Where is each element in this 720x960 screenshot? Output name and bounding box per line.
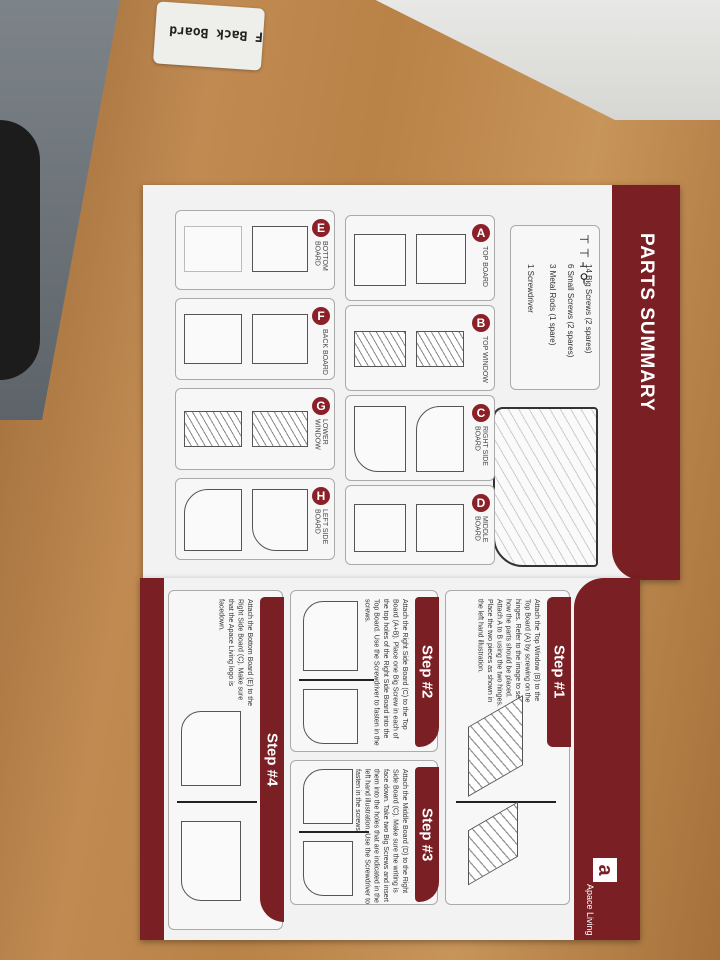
brand-name: Apace Living bbox=[585, 884, 595, 936]
step-1-card: Step #1 Attach the Top Window (B) to the… bbox=[445, 590, 571, 905]
step-illustration bbox=[303, 769, 353, 824]
part-card-h: H LEFT SIDE BOARD bbox=[175, 478, 335, 560]
step-text: Attach the Middle Board (D) to the Right… bbox=[353, 769, 408, 905]
part-card-g: G LOWER WINDOW bbox=[175, 388, 335, 470]
step-3-card: Step #3 Attach the Middle Board (D) to t… bbox=[290, 760, 439, 905]
part-drawing bbox=[184, 314, 242, 364]
page-title: PARTS SUMMARY bbox=[636, 233, 657, 412]
divider bbox=[456, 801, 556, 803]
part-drawing bbox=[416, 331, 464, 367]
part-drawing bbox=[184, 226, 242, 272]
part-name: LOWER WINDOW bbox=[313, 419, 328, 450]
cabinet-illustration bbox=[493, 407, 598, 567]
divider bbox=[299, 831, 369, 833]
screw-icons: ⊤ ⊤ ⫞ ⚲ bbox=[577, 234, 591, 285]
part-drawing bbox=[354, 504, 406, 552]
step-illustration bbox=[181, 711, 241, 786]
part-card-c: C RIGHT SIDE BOARD bbox=[345, 395, 495, 481]
hardware-list: ⊤ ⊤ ⫞ ⚲ 14 Big Screws (2 spares) 6 Small… bbox=[510, 225, 600, 390]
part-letter: B bbox=[472, 314, 490, 332]
wall bbox=[375, 0, 720, 120]
part-letter: E bbox=[312, 219, 330, 237]
step-text: Attach the Right Side Board (C) to the T… bbox=[363, 599, 408, 746]
part-card-d: D MIDDLE BOARD bbox=[345, 485, 495, 565]
step-illustration bbox=[181, 821, 241, 901]
hardware-item: 6 Small Screws (2 spares) bbox=[566, 264, 575, 358]
part-card-e: E BOTTOM BOARD bbox=[175, 210, 335, 290]
divider bbox=[299, 679, 374, 681]
part-name: TOP WINDOW bbox=[481, 336, 488, 383]
step-4-card: Step #4 Attach the Bottom Board (E) to t… bbox=[168, 590, 284, 930]
part-card-b: B TOP WINDOW bbox=[345, 305, 495, 391]
brand-band bbox=[574, 578, 640, 940]
part-drawing bbox=[416, 406, 464, 472]
logo-glyph: a bbox=[594, 864, 617, 876]
dark-object bbox=[0, 120, 40, 380]
step-title: Step #1 bbox=[547, 597, 571, 747]
part-letter: C bbox=[472, 404, 490, 422]
part-drawing bbox=[354, 234, 406, 286]
sticker-text: F Back Board bbox=[168, 22, 264, 44]
step-illustration bbox=[303, 841, 353, 896]
part-letter: G bbox=[312, 397, 330, 415]
part-letter: D bbox=[472, 494, 490, 512]
hardware-item: 3 Metal Rods (1 spare) bbox=[548, 264, 557, 346]
part-drawing bbox=[416, 504, 464, 552]
left-band bbox=[140, 578, 164, 940]
part-drawing bbox=[252, 411, 308, 447]
part-name: MIDDLE BOARD bbox=[473, 516, 488, 543]
part-drawing bbox=[354, 406, 406, 472]
step-illustration bbox=[303, 689, 358, 744]
step-illustration bbox=[303, 601, 358, 671]
part-name: LEFT SIDE BOARD bbox=[313, 509, 328, 545]
part-letter: H bbox=[312, 487, 330, 505]
part-name: RIGHT SIDE BOARD bbox=[473, 426, 488, 466]
step-illustration bbox=[468, 695, 523, 797]
header-band bbox=[612, 185, 680, 580]
part-name: BACK BOARD bbox=[321, 329, 328, 375]
part-drawing bbox=[252, 314, 308, 364]
part-letter: A bbox=[472, 224, 490, 242]
divider bbox=[177, 801, 257, 803]
part-card-f: F BACK BOARD bbox=[175, 298, 335, 380]
part-drawing bbox=[184, 489, 242, 551]
part-drawing bbox=[252, 226, 308, 272]
part-name: BOTTOM BOARD bbox=[313, 241, 328, 271]
step-illustration bbox=[468, 801, 518, 886]
parts-summary-page: PARTS SUMMARY ⊤ ⊤ ⫞ ⚲ 14 Big Screws (2 s… bbox=[143, 185, 680, 580]
step-title: Step #4 bbox=[260, 597, 284, 922]
step-2-card: Step #2 Attach the Right Side Board (C) … bbox=[290, 590, 439, 752]
hardware-item: 14 Big Screws (2 spares) bbox=[584, 264, 593, 354]
part-card-a: A TOP BOARD bbox=[345, 215, 495, 301]
part-drawing bbox=[416, 234, 466, 284]
sticker-label: F Back Board bbox=[152, 1, 266, 71]
part-drawing bbox=[354, 331, 406, 367]
part-letter: F bbox=[312, 307, 330, 325]
part-drawing bbox=[184, 411, 242, 447]
step-title: Step #3 bbox=[415, 767, 439, 902]
steps-page: a Apace Living Step #1 Attach the Top Wi… bbox=[140, 578, 640, 940]
step-text: Attach the Top Window (B) to the Top Boa… bbox=[476, 599, 540, 707]
step-title: Step #2 bbox=[415, 597, 439, 747]
part-name: TOP BOARD bbox=[481, 246, 488, 287]
part-drawing bbox=[252, 489, 308, 551]
step-text: Attach the Bottom Board (E) to the Right… bbox=[217, 599, 253, 706]
brand-logo: a bbox=[593, 858, 617, 882]
hardware-item: 1 Screwdriver bbox=[526, 264, 535, 313]
